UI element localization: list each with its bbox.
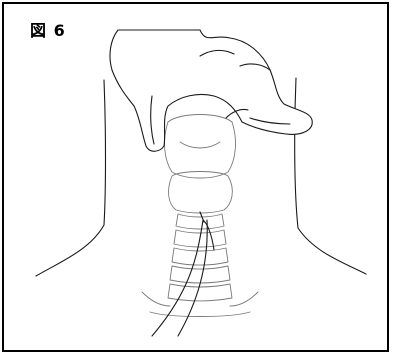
trachea-ring-3 [172, 248, 228, 265]
sternal-notch [150, 312, 250, 317]
trachea-ring-5 [168, 284, 232, 301]
thyroid-notch-line [180, 142, 220, 148]
forceps-jaw-right [178, 220, 207, 336]
trachea-ring-1 [176, 214, 224, 229]
forceps-tip [203, 220, 214, 250]
neck-right-outline [295, 78, 366, 274]
clavicle-right [230, 292, 258, 306]
thyroid-cartilage [165, 115, 236, 179]
neck-left-outline [36, 80, 106, 276]
clavicle-left [142, 292, 170, 306]
trachea-ring-4 [170, 266, 230, 283]
forceps-jaw-left [152, 220, 203, 336]
hand-outline [110, 30, 312, 151]
figure-label: 図 6 [30, 23, 66, 39]
